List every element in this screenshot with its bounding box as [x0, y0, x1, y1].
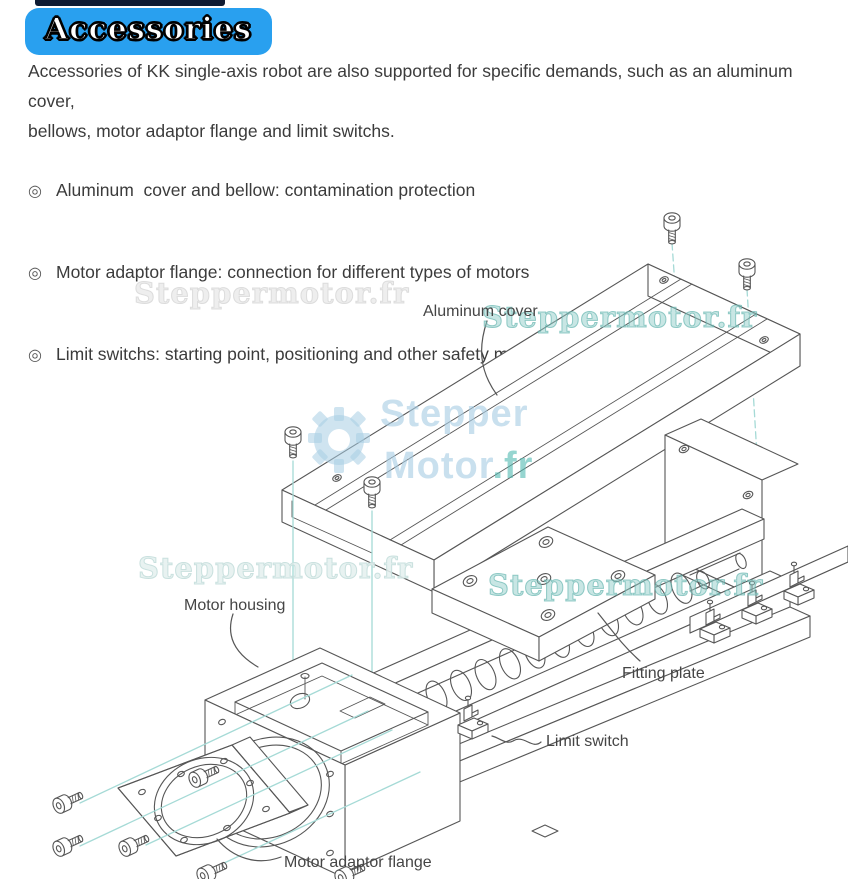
bullseye-bullet-icon: ◎ [28, 347, 42, 364]
bullet-text: Aluminum cover and bellow: contamination… [56, 180, 476, 200]
stop-dog-part [531, 824, 559, 838]
technical-drawing [50, 212, 848, 879]
intro-line-1: Accessories of KK single-axis robot are … [28, 61, 793, 111]
label-limit-switch: Limit switch [546, 733, 629, 750]
previous-section-edge [35, 0, 225, 6]
section-title: Accessories [44, 11, 252, 48]
bullet-aluminum-cover: ◎ Aluminum cover and bellow: contaminati… [28, 177, 552, 205]
section-header-badge: Accessories [25, 8, 272, 55]
assembly-guide-lines-flange [79, 674, 421, 865]
bullet-motor-adaptor-flange: ◎ Motor adaptor flange: connection for d… [28, 259, 552, 287]
bullet-text: Motor adaptor flange: connection for dif… [56, 262, 530, 282]
label-motor-adaptor-flange: Motor adaptor flange [284, 854, 432, 871]
aluminum-cover-part [281, 263, 801, 593]
bullseye-bullet-icon: ◎ [28, 183, 42, 200]
exploded-view-diagram: Steppermotor.fr Steppermotor.fr Stepperm… [0, 209, 848, 879]
fitting-plate-part [431, 526, 656, 662]
gear-logo-icon [308, 407, 370, 473]
intro-line-2: bellows, motor adaptor flange and limit … [28, 121, 395, 141]
feature-bullet-list: ◎ Aluminum cover and bellow: contaminati… [28, 123, 552, 423]
label-fitting-plate: Fitting plate [622, 665, 705, 682]
motor-adaptor-flange-part [117, 736, 309, 857]
cover-screw-holes [332, 276, 769, 482]
bullseye-bullet-icon: ◎ [28, 265, 42, 282]
label-aluminum-cover: Aluminum cover [423, 303, 538, 320]
intro-paragraph: Accessories of KK single-axis robot are … [28, 56, 833, 146]
label-motor-housing: Motor housing [184, 597, 286, 614]
label-leader-lines [216, 320, 641, 862]
